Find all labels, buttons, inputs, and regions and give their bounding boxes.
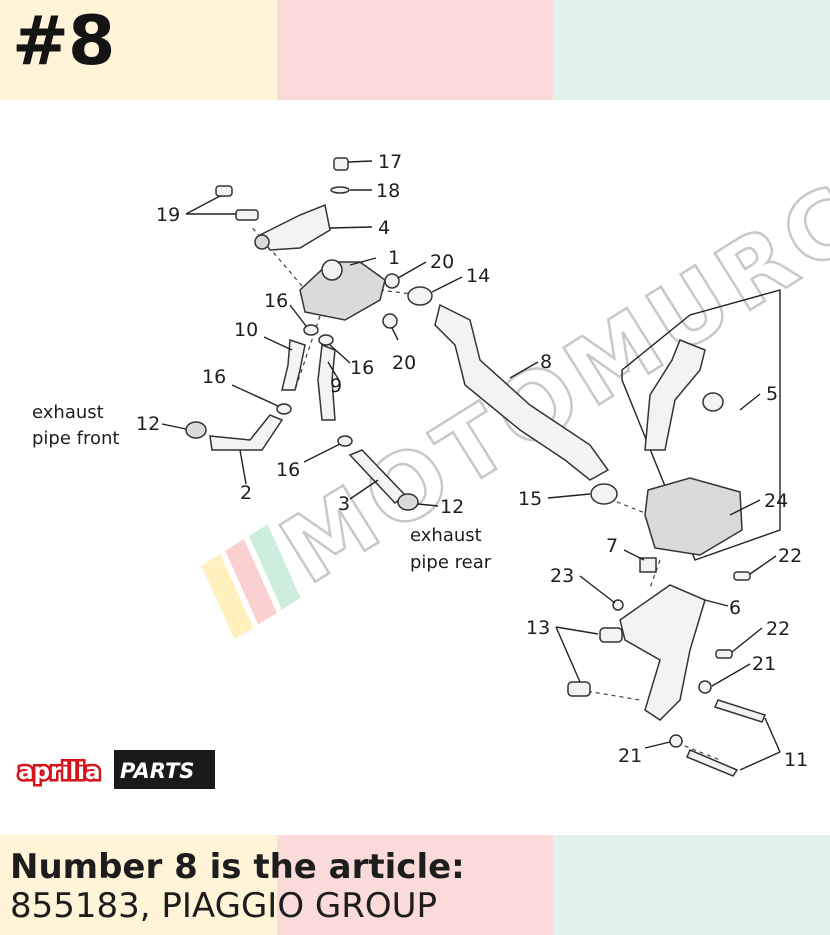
label-16-a: 16 [264, 290, 288, 312]
page-title: #8 [12, 2, 115, 81]
label-16-d: 16 [276, 459, 300, 481]
label-14: 14 [466, 265, 490, 287]
part-number-labels: 17 18 19 4 1 20 14 20 8 5 15 24 7 22 23 … [136, 151, 808, 771]
label-8: 8 [540, 351, 552, 373]
note-front-line1: exhaust [32, 402, 104, 423]
label-15: 15 [518, 488, 542, 510]
part-5-outline [621, 289, 781, 561]
label-10: 10 [234, 319, 258, 341]
aprilia-parts-logo: aprilia PARTS [15, 750, 215, 789]
label-21-bottom: 21 [618, 745, 642, 767]
header-band-yellow [0, 0, 277, 100]
label-20-bottom: 20 [392, 352, 416, 374]
header-band-mint [553, 0, 830, 100]
label-1: 1 [388, 247, 400, 269]
label-24: 24 [764, 490, 788, 512]
label-7: 7 [606, 535, 618, 557]
label-16-c: 16 [202, 366, 226, 388]
logo-badge: PARTS [120, 759, 194, 783]
label-6: 6 [729, 597, 741, 619]
article-number: 855183, PIAGGIO GROUP [10, 886, 438, 926]
footer-band-yellow [0, 835, 277, 935]
label-12-right: 12 [440, 496, 464, 518]
footer-band-mint [553, 835, 830, 935]
label-17: 17 [378, 151, 402, 173]
label-23: 23 [550, 565, 574, 587]
note-front-line2: pipe front [32, 428, 119, 449]
header-band [0, 0, 830, 100]
label-19: 19 [156, 204, 180, 226]
label-11: 11 [784, 749, 808, 771]
label-21-top: 21 [752, 653, 776, 675]
label-5: 5 [766, 383, 778, 405]
label-16-b: 16 [350, 357, 374, 379]
label-20-top: 20 [430, 251, 454, 273]
label-2: 2 [240, 482, 252, 504]
label-9: 9 [330, 375, 342, 397]
header-band-pink [276, 0, 554, 100]
exploded-parts-diagram: MOTOMURCIA [15, 100, 830, 789]
label-22-bottom: 22 [766, 618, 790, 640]
label-3: 3 [338, 493, 350, 515]
label-22-top: 22 [778, 545, 802, 567]
leader-lines [161, 160, 781, 771]
label-13: 13 [526, 617, 550, 639]
label-12-left: 12 [136, 413, 160, 435]
watermark: MOTOMURCIA [201, 100, 830, 640]
logo-brand: aprilia [18, 759, 101, 785]
footer-band-pink [276, 835, 554, 935]
note-rear-line1: exhaust [410, 525, 482, 546]
article-title: Number 8 is the article: [10, 847, 465, 887]
label-4: 4 [378, 217, 390, 239]
footer-band [0, 835, 830, 935]
note-rear-line2: pipe rear [410, 552, 492, 573]
label-18: 18 [376, 180, 400, 202]
